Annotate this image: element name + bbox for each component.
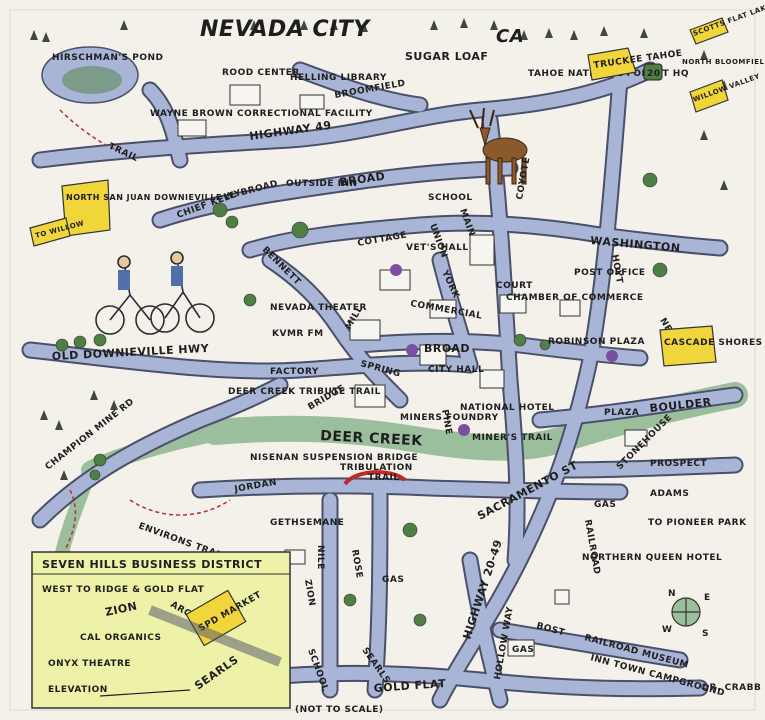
label-broad-mid: BROAD <box>424 342 470 355</box>
label-nevada-theater: NEVADA THEATER <box>270 303 367 313</box>
label-broad-upper: BROAD <box>339 170 386 189</box>
label-helling-library: HELLING LIBRARY <box>290 73 387 83</box>
tribulation-trail-line <box>343 470 407 486</box>
label-factory: FACTORY <box>270 367 319 377</box>
label-outside-inn: OUTSIDE INN <box>286 179 358 189</box>
inset-cal-organics: CAL ORGANICS <box>80 633 162 643</box>
pond-vegetation <box>62 66 122 94</box>
label-rood-center: ROOD CENTER <box>222 68 300 78</box>
label-post-office: POST OFFICE <box>574 268 646 278</box>
label-adams: ADAMS <box>650 489 689 499</box>
label-northern-queen: NORTHERN QUEEN HOTEL <box>582 553 722 563</box>
label-plaza: PLAZA <box>604 408 639 418</box>
deer-illustration <box>469 107 528 185</box>
paper-border <box>9 9 756 711</box>
label-prospect: PROSPECT <box>650 459 708 469</box>
label-gethsemane: GETHSEMANE <box>270 518 344 528</box>
map-title-city: NEVADA CITY <box>200 17 371 42</box>
inset-onyx: ONYX THEATRE <box>48 659 131 669</box>
label-rose: ROSE <box>349 549 364 580</box>
label-zion-road: ZION <box>302 579 317 607</box>
label-court: COURT <box>496 281 533 291</box>
route-20-shield: 20 <box>643 63 663 81</box>
label-kvmr: KVMR FM <box>272 329 324 339</box>
compass-rose: N E S W <box>662 589 711 639</box>
label-city-hall: CITY HALL <box>428 365 484 375</box>
label-national-hotel: NATIONAL HOTEL <box>460 403 555 413</box>
label-nisenan-bridge: NISENAN SUSPENSION BRIDGE <box>250 453 418 463</box>
cyclists-illustration <box>95 251 215 335</box>
label-miners-foundry: MINERS FOUNDRY <box>400 413 499 423</box>
label-gas-2: GAS <box>512 645 534 655</box>
label-pine: PINE <box>439 409 453 436</box>
inset-elevation: ELEVATION <box>48 685 108 695</box>
inset-arrow <box>99 689 191 697</box>
inset-west: WEST TO RIDGE & GOLD FLAT <box>42 585 205 595</box>
label-robinson-plaza: ROBINSON PLAZA <box>548 337 645 347</box>
trail-paths <box>59 109 231 551</box>
label-gas-3: GAS <box>594 500 616 510</box>
compass-e: E <box>704 593 711 603</box>
label-nile: NILE <box>315 545 325 570</box>
label-searls-trail: TRAIL <box>368 473 400 483</box>
compass-s: S <box>702 629 709 639</box>
label-deer-creek-trail: DEER CREEK TRIBUTE TRAIL <box>228 387 381 397</box>
label-sugar-loaf: SUGAR LOAF <box>405 50 488 63</box>
label-gold-flat: GOLD FLAT <box>373 677 446 695</box>
sign-cascade-shores-label: CASCADE SHORES <box>664 338 763 348</box>
trees <box>55 172 668 627</box>
sign-cascade-shores: CASCADE SHORES <box>659 325 763 367</box>
map-title-state: CA <box>496 26 524 47</box>
parking-markers <box>390 264 618 436</box>
compass-n: N <box>668 589 676 599</box>
sign-north-san-juan-label: NORTH SAN JUAN DOWNIEVILLE <box>66 193 222 202</box>
inset-title: SEVEN HILLS BUSINESS DISTRICT <box>42 558 262 571</box>
label-tribulation: TRIBULATION <box>340 463 413 473</box>
label-miners-trail: MINER'S TRAIL <box>472 433 553 443</box>
label-vets-hall: VET'S HALL <box>406 243 469 253</box>
route-20-label: 20 <box>647 69 661 79</box>
label-not-to-scale: (NOT TO SCALE) <box>295 705 384 715</box>
label-north-bloomfield: NORTH BLOOMFIELD <box>682 58 765 66</box>
compass-w: W <box>662 625 672 635</box>
label-school-place: SCHOOL <box>428 193 473 203</box>
inset-road <box>148 605 282 667</box>
label-pioneer-park: TO PIONEER PARK <box>648 518 747 528</box>
label-chamber: CHAMBER OF COMMERCE <box>506 293 644 303</box>
label-deer-creek: DEER CREEK <box>320 428 424 449</box>
deer-creek-band <box>202 382 748 461</box>
inset-seven-hills: SEVEN HILLS BUSINESS DISTRICT WEST TO RI… <box>31 551 291 709</box>
label-wayne-brown: WAYNE BROWN CORRECTIONAL FACILITY <box>150 109 373 119</box>
label-gas-1: GAS <box>382 575 404 585</box>
label-boulder: BOULDER <box>649 396 712 415</box>
label-hirschmans-pond: HIRSCHMAN'S POND <box>52 53 164 63</box>
label-signature: ©R. CRABB 22 <box>700 683 765 693</box>
road-network <box>21 61 744 709</box>
